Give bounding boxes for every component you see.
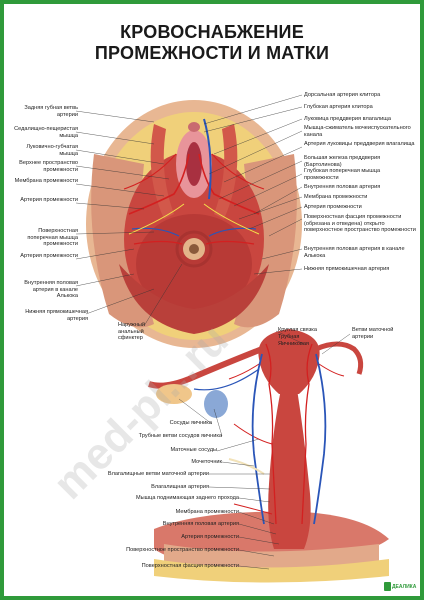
label-tubal-branches: Трубные ветви сосудов яичника bbox=[138, 433, 222, 439]
label-superficial-space: Поверхностное пространство промежности bbox=[126, 547, 239, 553]
perineum-illustration bbox=[86, 100, 302, 348]
label-deep-clitoral-artery: Глубокая артерия клитора bbox=[304, 104, 373, 110]
label-superficial-transverse-muscle: Поверхностная поперечная мышца промежнос… bbox=[27, 228, 78, 248]
label-ovarian: Яичниковая bbox=[278, 341, 309, 347]
label-perineal-artery-right: Артерия промежности bbox=[304, 204, 362, 210]
label-perineal-membrane-right: Мембрана промежности bbox=[304, 194, 368, 200]
label-ischiocavernosus: Седалищно-пещеристая мышца bbox=[14, 126, 78, 139]
label-round-ligament: Круглая связка bbox=[278, 327, 317, 333]
label-vaginal-artery: Влагалищная артерия bbox=[151, 484, 209, 490]
label-ovarian-vessels: Сосуды яичника bbox=[169, 420, 212, 426]
label-ureter: Мочеточник bbox=[191, 459, 222, 465]
uterus-illustration bbox=[148, 329, 389, 583]
logo-mark-icon bbox=[384, 582, 391, 591]
label-dorsal-clitoral-artery: Дорсальная артерия клитора bbox=[304, 92, 381, 98]
label-vaginal-branches: Влагалищные ветви маточной артерии bbox=[107, 471, 209, 477]
publisher-logo: ДЕАЛИКА bbox=[392, 584, 417, 590]
label-levator-ani: Мышца поднимающая заднего прохода bbox=[136, 495, 239, 501]
label-internal-pudendal-alcock: Внутренняя половая артерия в канале Альк… bbox=[24, 280, 78, 300]
anatomy-illustrations bbox=[75, 94, 389, 583]
label-inferior-rectal-right: Нижняя прямокишечная артерия bbox=[304, 266, 390, 272]
label-perineal-artery: Артерия промежности bbox=[20, 197, 78, 203]
label-urethral-sphincter: Мышца-сжиматель мочеиспускательного кана… bbox=[304, 125, 411, 138]
label-perineal-artery-2: Артерия промежности bbox=[20, 253, 78, 259]
title-line-1: КРОВОСНАБЖЕНИЕ bbox=[120, 22, 304, 42]
label-upper-perineal-space: Верхнее пространство промежности bbox=[19, 160, 78, 173]
label-external-anal-sphincter: Наружный анальный сфинктер bbox=[118, 322, 146, 342]
label-internal-pudendal-artery: Внутренняя половая артерия bbox=[304, 184, 381, 190]
label-tubal: Трубная bbox=[278, 334, 300, 340]
label-superficial-fascia: Поверхностная фасция промежности (обреза… bbox=[304, 214, 416, 234]
label-uterine-branches: Ветви маточной артерии bbox=[352, 327, 394, 340]
label-superficial-fascia-uterus: Поверхностная фасция промежности bbox=[141, 563, 239, 569]
perineum-right-leaders bbox=[203, 94, 303, 275]
label-internal-pudendal-alcock-right: Внутренняя половая артерия в канале Альк… bbox=[304, 246, 405, 259]
label-bartholin-gland: Большая железа преддверия (Бартолинова) bbox=[304, 155, 381, 168]
label-bulb-artery: Артерия луковицы преддверия влагалища bbox=[304, 141, 415, 147]
perineum-left-leaders bbox=[75, 110, 183, 327]
label-perineal-artery-uterus: Артерия промежности bbox=[181, 534, 239, 540]
uterus-leaders bbox=[178, 330, 351, 570]
title-line-2: ПРОМЕЖНОСТИ И МАТКИ bbox=[94, 43, 330, 63]
label-inferior-rectal-artery: Нижняя прямокишечная артерия bbox=[25, 309, 88, 322]
label-posterior-labial-artery: Задняя губная ветвь артерии bbox=[24, 105, 78, 118]
label-perineal-membrane: Мембрана промежности bbox=[14, 178, 78, 184]
label-deep-transverse-muscle: Глубокая поперечная мышца промежности bbox=[304, 168, 381, 181]
label-perineal-membrane-uterus: Мембрана промежности bbox=[175, 509, 239, 515]
label-vestibular-bulb: Луковица преддверия влагалища bbox=[304, 116, 391, 122]
label-internal-pudendal-uterus: Внутренняя половая артерия bbox=[162, 521, 239, 527]
poster-title: КРОВОСНАБЖЕНИЕ ПРОМЕЖНОСТИ И МАТКИ bbox=[4, 22, 420, 64]
label-bulbospongiosus: Луковично-губчатая мышца bbox=[26, 144, 78, 157]
label-uterine-vessels: Маточные сосуды bbox=[170, 447, 217, 453]
